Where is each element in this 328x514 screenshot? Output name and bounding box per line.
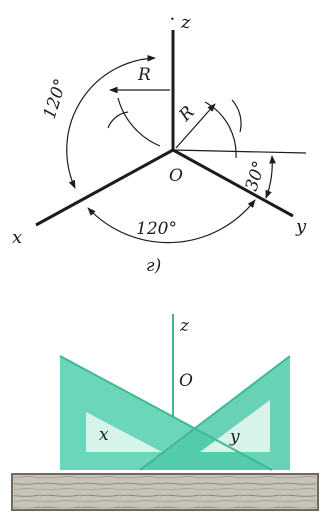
horizontal-reference-line (172, 149, 307, 154)
origin-label: O (169, 166, 183, 186)
left-triangle-edge (59, 355, 273, 471)
radius-arrow-lower (175, 103, 216, 149)
angle-arc-30 (265, 155, 276, 199)
angle-label-30: 30° (242, 159, 270, 194)
z-axis-dot: • (170, 15, 175, 24)
drafting-triangles-photo (11, 314, 319, 511)
photo-x-label: x (99, 425, 109, 445)
y-axis (172, 148, 294, 218)
angle-label-xz: 120° (40, 76, 72, 121)
photo-origin-label: O (179, 371, 193, 391)
photo-y-label: y (229, 427, 240, 447)
small-arc-right (231, 99, 242, 133)
figure-caption: г) (146, 256, 161, 276)
radius-label-lower: R (175, 102, 199, 126)
y-axis-label: y (295, 216, 307, 237)
radius-arc-left (117, 97, 161, 147)
wooden-board-grain (14, 476, 316, 508)
radius-label-upper: R (137, 65, 151, 85)
x-axis-label: x (12, 227, 22, 248)
left-set-square-window (86, 412, 162, 452)
axonometric-diagram (35, 30, 307, 244)
angle-label-xy: 120° (136, 219, 177, 239)
z-axis-label: z (180, 12, 191, 33)
angle-arc-xz (66, 54, 156, 189)
right-triangle-edge (139, 355, 291, 471)
right-set-square-window (200, 400, 270, 452)
photo-z-label: z (179, 316, 190, 336)
x-axis (35, 148, 174, 227)
angle-arc-xy (87, 199, 256, 244)
